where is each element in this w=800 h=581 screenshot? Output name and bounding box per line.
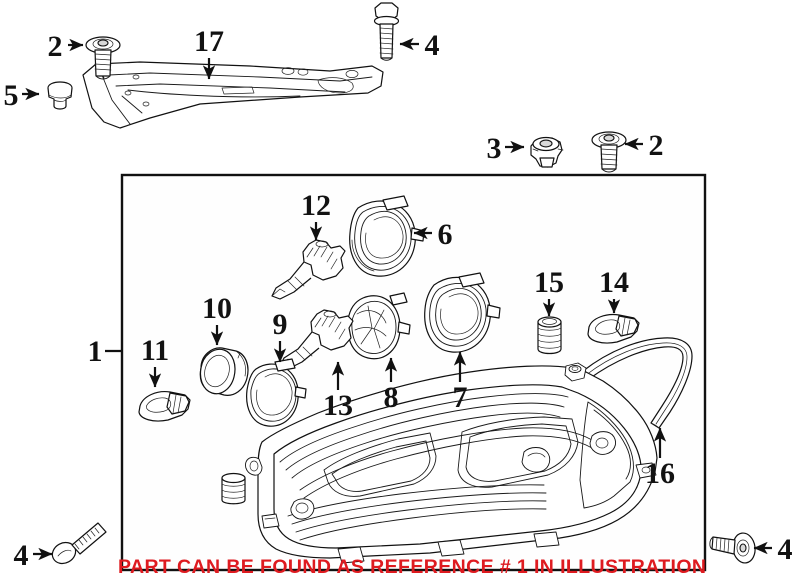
part-12-halogen-bulb-upper [271, 239, 346, 300]
part-4-hex-flange-bolt-bottom-left [51, 522, 107, 565]
callout-layer: 2 5 17 4 3 2 12 6 15 14 10 9 11 [4, 25, 793, 572]
callout-label-4-bottom-left: 4 [14, 539, 29, 572]
callout-label-9: 9 [273, 308, 288, 341]
callout-label-6: 6 [438, 218, 453, 251]
part-2-pan-head-screw-top-right [591, 131, 627, 173]
callout-label-15: 15 [534, 266, 564, 299]
part-4-hex-flange-bolt-bottom-right [709, 532, 756, 564]
part-3-collar-stud-nut [530, 136, 564, 168]
part-15-bellows-grommet [537, 316, 562, 355]
callout-label-10: 10 [202, 292, 232, 325]
part-8-bulb-socket-cover [346, 292, 411, 360]
callout-label-4-top: 4 [425, 29, 440, 62]
part-14-wedge-base-bulb [587, 313, 640, 344]
callout-label-2-top-right: 2 [649, 129, 664, 162]
callout-label-12: 12 [301, 189, 331, 222]
callout-label-14: 14 [599, 266, 629, 299]
callout-label-4-bottom-right: 4 [778, 533, 793, 566]
part-10-bulb-socket-cylinder [199, 347, 249, 396]
callout-label-11: 11 [141, 334, 169, 367]
callout-label-1: 1 [88, 335, 103, 368]
callout-label-16: 16 [645, 457, 675, 490]
part-5-rubber-plug-cap [47, 81, 73, 110]
callout-label-3: 3 [487, 132, 502, 165]
reference-banner-text: PART CAN BE FOUND AS REFERENCE # 1 IN IL… [118, 556, 706, 578]
assembly-grommet-detail [221, 472, 246, 505]
callout-label-5: 5 [4, 79, 19, 112]
part-6-bulb-retainer-cap-large [349, 195, 425, 277]
part-17-upper-support-bracket [82, 61, 384, 129]
part-11-wedge-base-bulb-small [138, 391, 191, 422]
callout-label-8: 8 [384, 381, 399, 414]
part-1-headlight-assembly [221, 362, 658, 564]
callout-label-7: 7 [453, 381, 468, 414]
part-7-bulb-access-cover [424, 272, 501, 353]
part-2-pan-head-screw-top-left [85, 36, 121, 80]
callout-label-2-top-left: 2 [48, 30, 63, 63]
part-9-bulb-retainer-ring [246, 358, 307, 427]
part-16-headlight-seal-strip [582, 337, 693, 429]
part-4-hex-flange-bolt-top [373, 2, 400, 61]
callout-label-17: 17 [194, 25, 224, 58]
callout-label-13: 13 [323, 389, 353, 422]
